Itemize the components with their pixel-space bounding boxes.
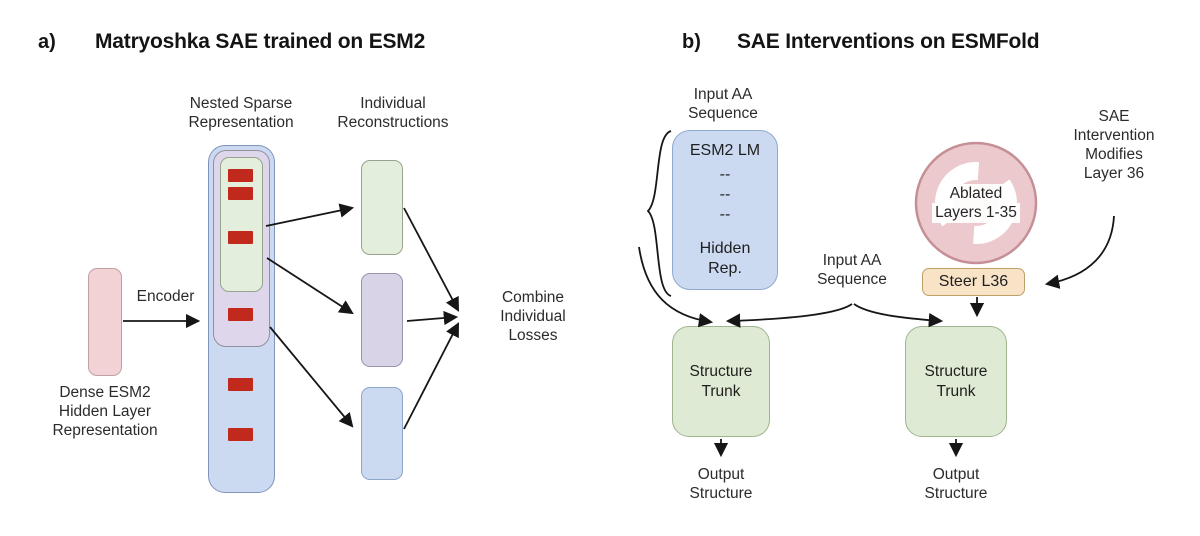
- ablated-layers-label: Ablated Layers 1-35: [906, 184, 1046, 223]
- combine-losses-label: Combine Individual Losses: [500, 289, 566, 344]
- nested-to-green-arrow: [265, 203, 355, 227]
- individual-reconstructions-label: Individual Reconstructions: [337, 95, 449, 131]
- hidden-rep-label: Hidden Rep.: [699, 240, 751, 277]
- structure-trunk-left-box: Structure Trunk: [672, 326, 770, 437]
- dense-esm2-box: [88, 268, 122, 376]
- input-aa-top-label: Input AA Sequence: [688, 86, 758, 122]
- nested-sparse-label: Nested Sparse Representation: [188, 95, 294, 131]
- structure-trunk-right-box: Structure Trunk: [905, 326, 1007, 437]
- panel-b-tag: b): [682, 31, 701, 53]
- blue-to-combine-arrow: [403, 322, 459, 430]
- nested-to-blue-arrow: [269, 326, 354, 428]
- output-structure-left-label: Output Structure: [689, 466, 753, 502]
- ablated-layers-line2: Layers 1-35: [932, 203, 1020, 223]
- active-feature-block: [228, 378, 253, 391]
- input-aa-mid-label: Input AA Sequence: [817, 252, 887, 288]
- input-aa-to-left-trunk-arrow: [725, 303, 853, 328]
- sae-note-to-steer-arrow: [1044, 215, 1115, 289]
- reconstruction-box-green: [361, 160, 403, 255]
- steer-l36-label: Steer L36: [938, 273, 1009, 290]
- active-feature-block: [228, 308, 253, 321]
- output-structure-right-label: Output Structure: [924, 466, 988, 502]
- green-to-combine-arrow: [403, 207, 460, 312]
- esm2-lm-label: ESM2 LM: [689, 142, 761, 159]
- steer-l36-box: Steer L36: [922, 268, 1025, 296]
- esm2-brace: [646, 130, 672, 297]
- encoder-label: Encoder: [136, 288, 195, 305]
- nested-to-purple-arrow: [266, 257, 354, 315]
- ablated-layers-line1: Ablated: [946, 184, 1006, 204]
- esm2-layer-dashes: -- -- --: [719, 166, 731, 223]
- active-feature-block: [228, 231, 253, 244]
- active-feature-block: [228, 169, 253, 182]
- panel-a-tag: a): [38, 31, 56, 53]
- active-feature-block: [228, 187, 253, 200]
- sae-intervention-note: SAE Intervention Modifies Layer 36: [1073, 108, 1155, 182]
- dense-esm2-label: Dense ESM2 Hidden Layer Representation: [52, 384, 158, 439]
- panel-a-title: Matryoshka SAE trained on ESM2: [95, 30, 426, 53]
- input-aa-to-right-trunk-arrow: [853, 303, 944, 328]
- esm2-lm-box: ESM2 LM -- -- -- Hidden Rep.: [672, 130, 778, 290]
- active-feature-block: [228, 428, 253, 441]
- panel-b-title: SAE Interventions on ESMFold: [737, 30, 1040, 53]
- purple-to-combine-arrow: [406, 310, 459, 326]
- reconstruction-box-purple: [361, 273, 403, 367]
- reconstruction-box-blue: [361, 387, 403, 480]
